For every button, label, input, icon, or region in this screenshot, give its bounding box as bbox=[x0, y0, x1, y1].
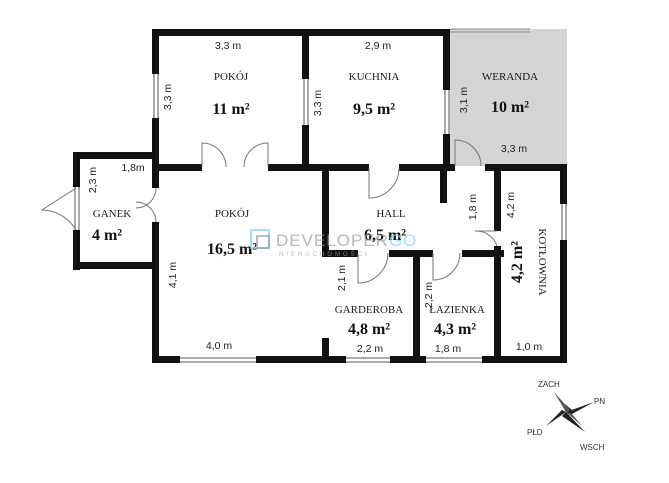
room-name-garderoba: GARDEROBA bbox=[335, 304, 404, 316]
room-name-ganek: GANEK bbox=[93, 208, 132, 220]
watermark-logo-icon bbox=[250, 229, 270, 249]
dim-ganek-width: 1,8m bbox=[121, 162, 145, 174]
compass-south-label: PŁD bbox=[527, 428, 543, 437]
windows bbox=[74, 74, 567, 363]
dim-lazienka-width: 1,8 m bbox=[435, 343, 462, 355]
room-area-pokoj-1: 11 m² bbox=[212, 101, 249, 118]
room-area-kuchnia: 9,5 m² bbox=[353, 101, 395, 118]
dim-room2-height: 4,1 m bbox=[167, 262, 179, 289]
dim-veranda-width: 3,3 m bbox=[501, 143, 528, 155]
room-name-lazienka: ŁAZIENKA bbox=[429, 304, 485, 316]
room-name-hall: HALL bbox=[376, 208, 406, 220]
door-kotlownia bbox=[474, 230, 498, 247]
room-area-hall: 6,5 m² bbox=[364, 227, 406, 244]
dimension-labels: 3,3 m 2,9 m 3,3 m 3,3 m 3,1 m 3,3 m 1,8m… bbox=[87, 40, 542, 355]
compass-rose: ZACH PN PŁD WSCH bbox=[527, 380, 605, 452]
compass-north-label: PN bbox=[594, 397, 605, 406]
room-area-garderoba: 4,8 m² bbox=[348, 321, 390, 338]
room-name-kotlownia: KOTŁOWNIA bbox=[536, 228, 548, 295]
dim-room1-width: 3,3 m bbox=[215, 40, 242, 52]
door-hall-top bbox=[368, 167, 400, 199]
compass-west-label: ZACH bbox=[538, 380, 560, 389]
door-ganek-outer bbox=[40, 187, 77, 231]
room-name-pokoj-2: POKÓJ bbox=[215, 208, 250, 220]
door-double-top-room bbox=[201, 142, 269, 168]
dim-lazienka-height: 2,2 m bbox=[423, 282, 435, 309]
room-area-kotlownia: 4,2 m² bbox=[509, 241, 526, 283]
dim-ganek-height: 2,3 m bbox=[87, 167, 99, 194]
dim-garderoba-height: 2,1 m bbox=[336, 265, 348, 292]
watermark-brand: DEVELOPERGO bbox=[276, 231, 417, 250]
compass-east-label: WSCH bbox=[580, 443, 605, 452]
room-labels: POKÓJ 11 m² KUCHNIA 9,5 m² WERANDA 10 m²… bbox=[92, 71, 548, 338]
doors bbox=[40, 139, 498, 284]
dim-room2-width: 4,0 m bbox=[206, 340, 233, 352]
dim-kotlownia-height: 4,2 m bbox=[505, 192, 517, 219]
watermark-sub: NIERUCHOMOŚCI bbox=[279, 250, 370, 258]
developer-watermark: DEVELOPERGO NIERUCHOMOŚCI bbox=[250, 229, 417, 258]
room-name-kuchnia: KUCHNIA bbox=[349, 71, 400, 83]
door-lazienka bbox=[432, 252, 461, 281]
door-garderoba bbox=[357, 252, 389, 284]
dim-kotlownia-width: 1,0 m bbox=[516, 341, 543, 353]
watermark-brand-b: GO bbox=[389, 231, 417, 250]
room-area-pokoj-2: 16,5 m² bbox=[207, 241, 257, 258]
door-ganek bbox=[135, 187, 157, 223]
dim-garderoba-width: 2,2 m bbox=[357, 343, 384, 355]
room-name-pokoj-1: POKÓJ bbox=[214, 71, 249, 83]
watermark-brand-a: DEVELOPER bbox=[276, 231, 389, 250]
door-veranda bbox=[454, 139, 482, 167]
veranda-railing bbox=[450, 28, 530, 33]
room-area-lazienka: 4,3 m² bbox=[434, 321, 476, 338]
dim-kitchen-width: 2,9 m bbox=[365, 40, 392, 52]
dim-veranda-height: 3,1 m bbox=[458, 87, 470, 114]
compass-star-icon bbox=[546, 392, 594, 432]
dim-kitchen-height: 3,3 m bbox=[312, 90, 324, 117]
veranda-floor bbox=[450, 29, 567, 166]
room-name-weranda: WERANDA bbox=[482, 71, 538, 83]
room-area-weranda: 10 m² bbox=[491, 99, 529, 116]
room-area-ganek: 4 m² bbox=[92, 227, 122, 244]
dim-hall-height: 1,8 m bbox=[467, 194, 479, 221]
walls bbox=[73, 29, 567, 363]
dim-room1-height: 3,3 m bbox=[162, 84, 174, 111]
